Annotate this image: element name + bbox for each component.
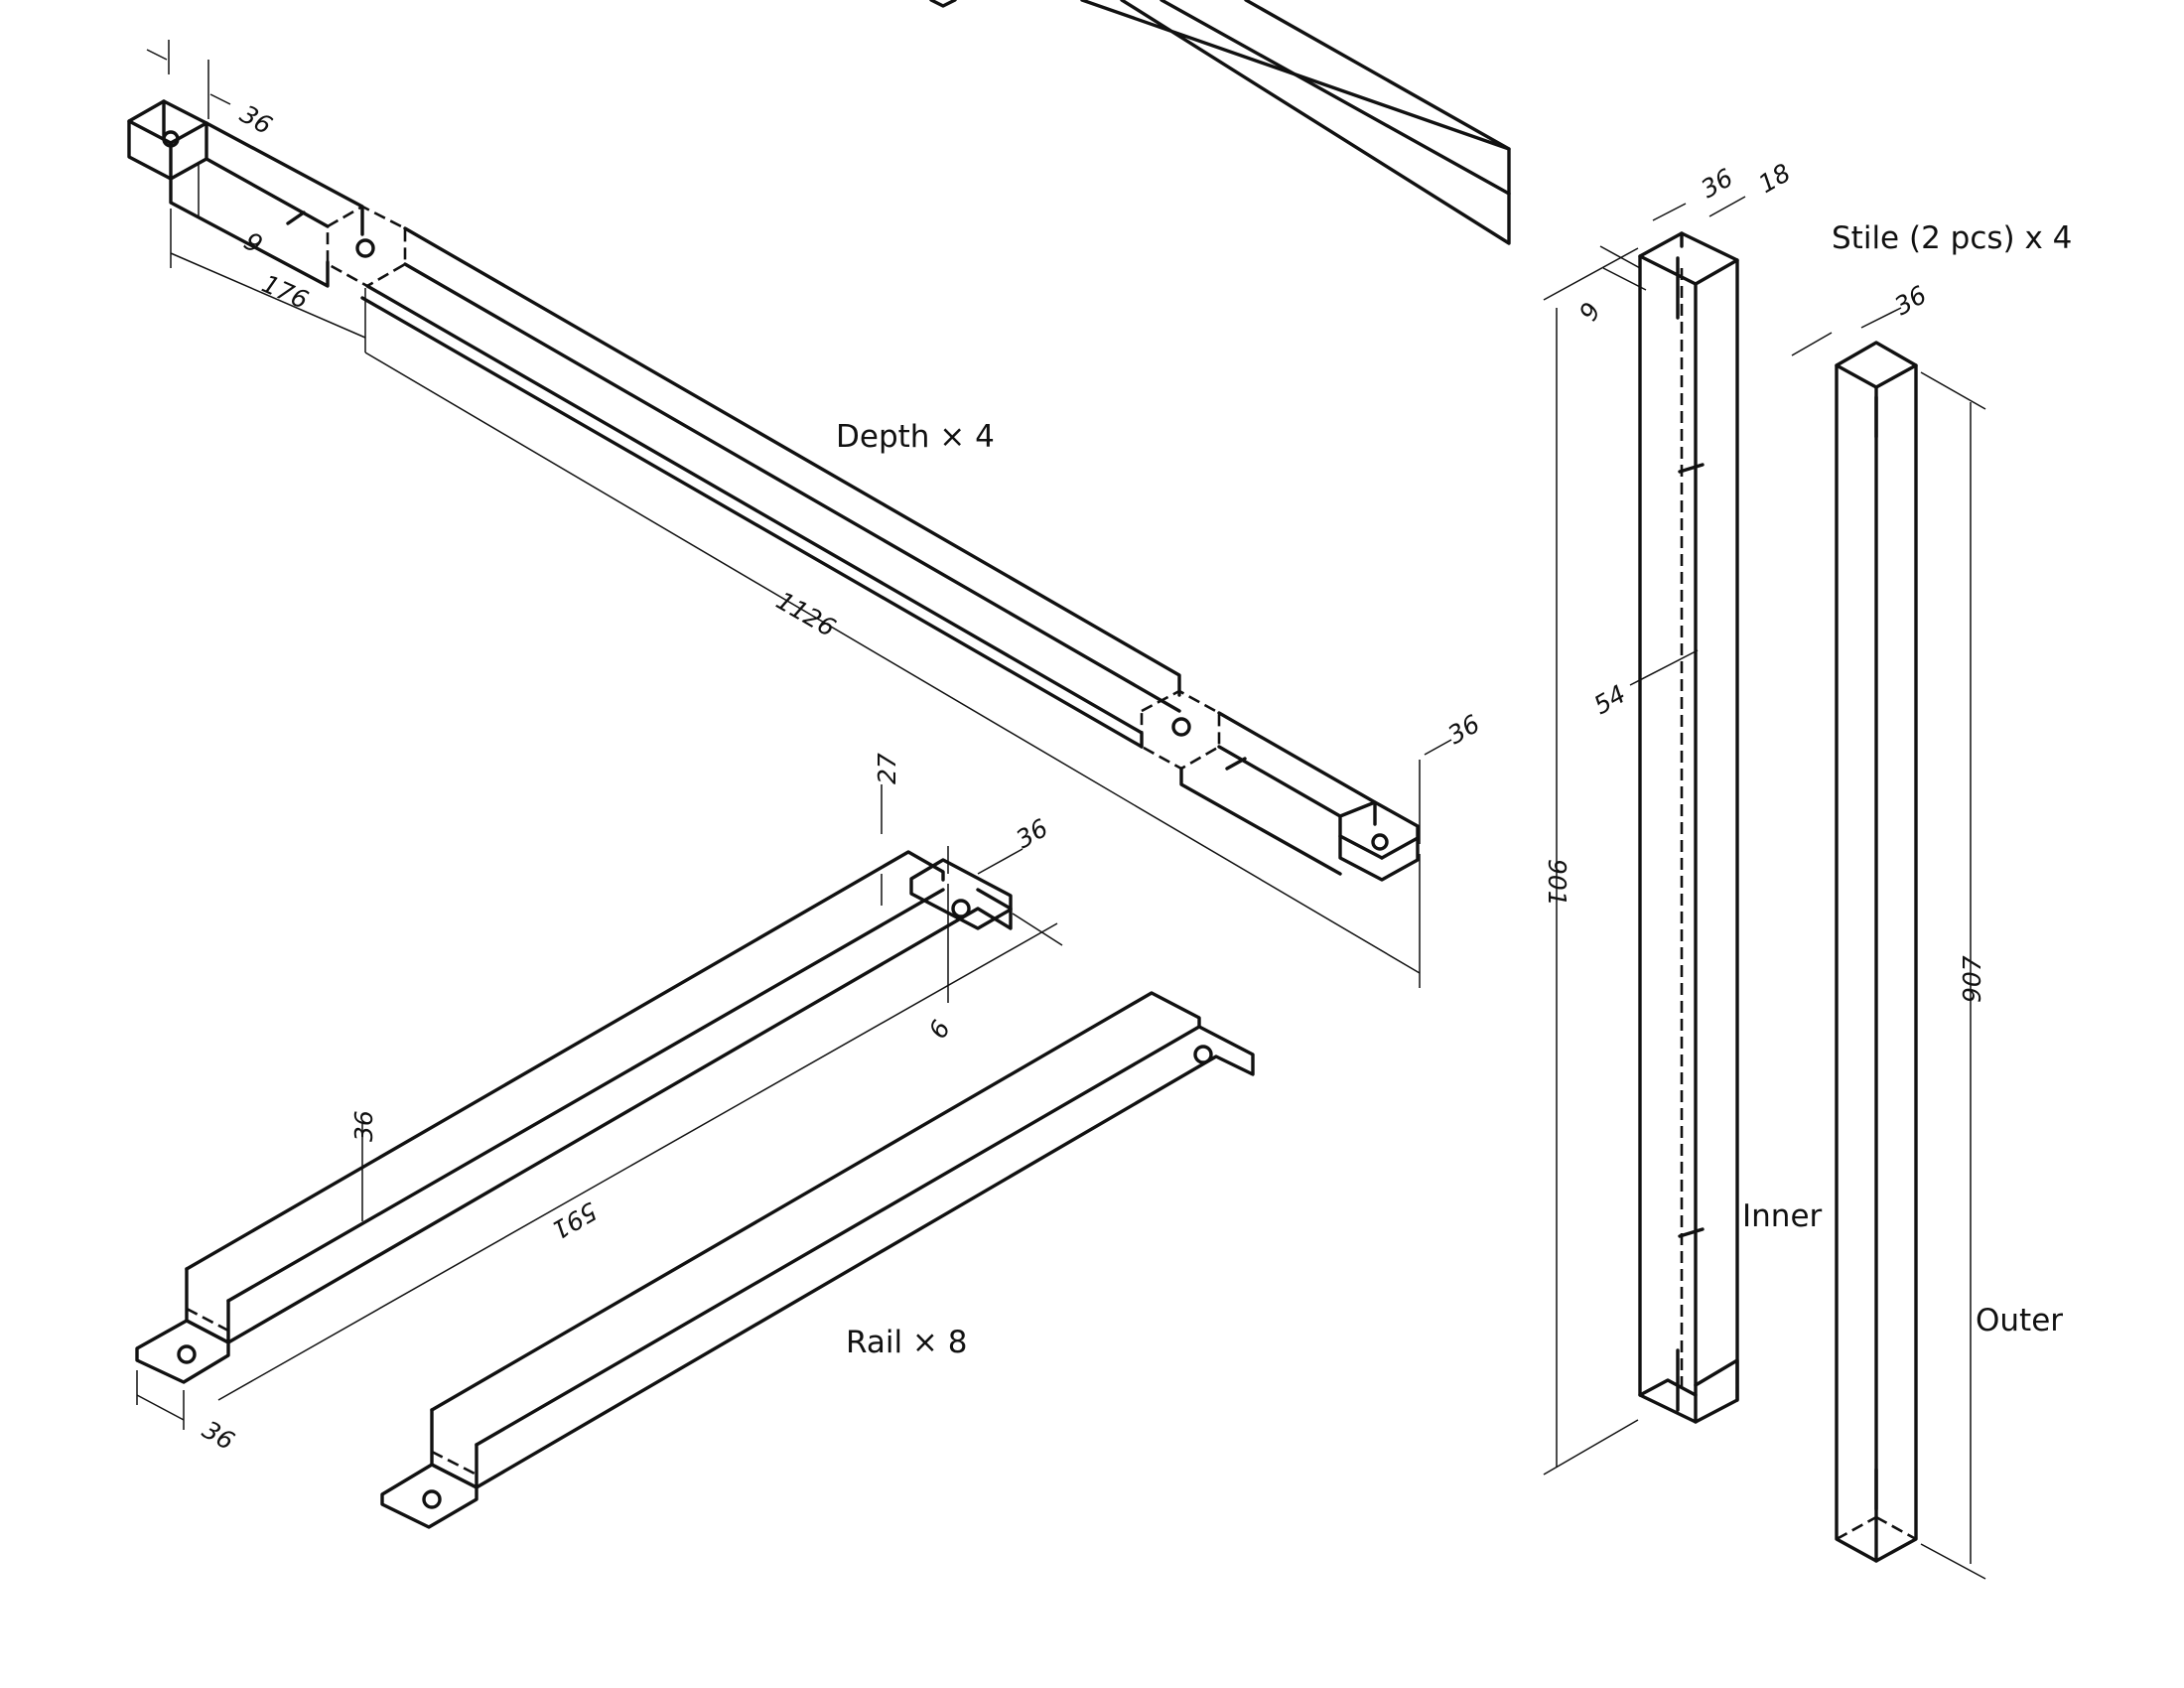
label-rail: Rail × 8 [846, 1325, 968, 1360]
dim-rail-height: 27 [873, 753, 901, 784]
dim-rail-width-top: 36 [1012, 813, 1053, 854]
dim-rail-depth: 36 [349, 1110, 378, 1142]
label-inner: Inner [1742, 1198, 1823, 1234]
dim-depth-width-top: 36 [235, 99, 277, 140]
dim-stile-thickness: 18 [1754, 158, 1796, 199]
dim-depth-width-end: 36 [1443, 709, 1485, 750]
depth-part [127, 99, 1420, 882]
rail-part-back [380, 991, 1255, 1529]
stile-outer-dimensions: 36 907 [1791, 280, 1986, 1580]
dim-stile-width: 36 [1697, 163, 1738, 204]
dim-stile-inner-length: 901 [1543, 859, 1571, 907]
label-outer: Outer [1976, 1303, 2063, 1338]
dim-depth-end-offset: 9 [239, 226, 267, 259]
label-depth: Depth × 4 [836, 419, 995, 455]
dim-rail-length: 591 [547, 1196, 603, 1245]
stile-inner [1638, 231, 1739, 1424]
partial-beam-top [929, 0, 1511, 245]
dim-rail-offset: 9 [922, 1015, 955, 1043]
dim-stile-outer-width: 36 [1890, 280, 1932, 321]
dim-stile-outer-length: 907 [1958, 955, 1986, 1003]
dim-rail-width-bottom: 36 [198, 1415, 239, 1456]
label-stile: Stile (2 pcs) x 4 [1832, 220, 2072, 256]
dim-stile-slot: 54 [1589, 679, 1631, 720]
rail-part-front [135, 850, 1013, 1384]
depth-dimensions: 36 9 176 1126 36 [146, 40, 1485, 988]
stile-outer [1835, 341, 1918, 1563]
stile-inner-dimensions: 36 18 9 54 901 [1543, 158, 1796, 1476]
dim-depth-length: 1126 [771, 586, 841, 642]
dim-depth-tenon: 176 [258, 269, 313, 315]
dim-stile-offset: 9 [1573, 298, 1606, 326]
